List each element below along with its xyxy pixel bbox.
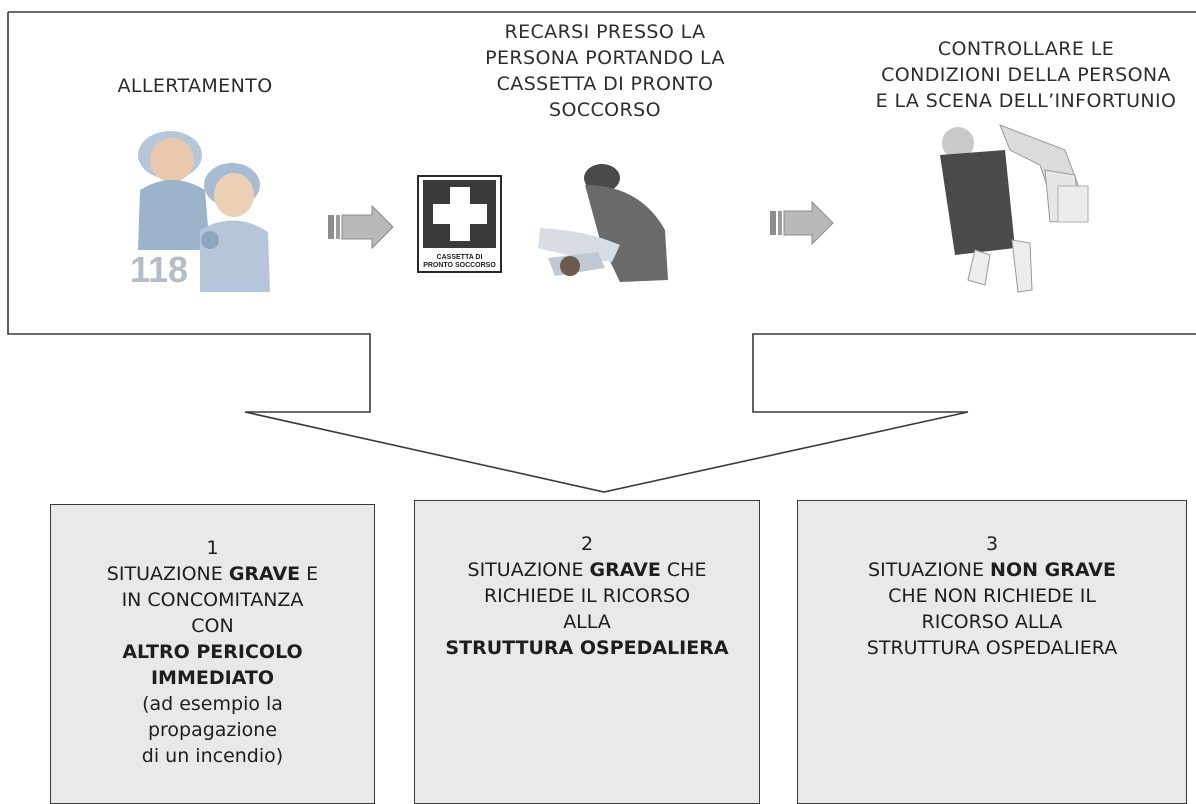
outcome-text: CON <box>191 615 234 637</box>
outcome-text: SITUAZIONE <box>106 563 229 585</box>
rescuer-icon <box>538 164 668 282</box>
outcome-text: STRUTTURA OSPEDALIERA <box>866 637 1118 659</box>
outcome-emphasis: IMMEDIATO <box>150 667 275 689</box>
outcome-line: ALTRO PERICOLO <box>51 639 374 665</box>
outcome-text: IN CONCOMITANZA <box>121 589 304 611</box>
scene-check-icon <box>940 124 1089 293</box>
outcome-text: SITUAZIONE <box>868 559 991 581</box>
outcome-line: di un incendio) <box>51 743 374 769</box>
outcome-number: 2 <box>580 533 594 555</box>
outcome-line: propagazione <box>51 717 374 743</box>
arrow-1-icon <box>328 204 394 250</box>
outcome-text: CHE <box>660 559 707 581</box>
outcome-text: ALLA <box>563 611 611 633</box>
outcome-text: di un incendio) <box>141 745 284 767</box>
step-1-line: ALLERTAMENTO <box>117 75 273 97</box>
outcome-line: RICORSO ALLA <box>798 609 1186 635</box>
outcome-line: IN CONCOMITANZA <box>51 587 374 613</box>
outcome-line: SITUAZIONE GRAVE E <box>51 561 374 587</box>
outcome-emphasis: GRAVE <box>589 559 661 581</box>
outcome-line: SITUAZIONE NON GRAVE <box>798 557 1186 583</box>
step-3-line-1: CONTROLLARE LE <box>937 38 1115 60</box>
step-2-line-1: RECARSI PRESSO LA <box>504 21 706 43</box>
outcome-text: RICORSO ALLA <box>921 611 1063 633</box>
step-3-line-3: E LA SCENA DELL’INFORTUNIO <box>875 90 1177 112</box>
arrow-2-icon <box>770 200 834 246</box>
outcome-line: IMMEDIATO <box>51 665 374 691</box>
outcome-emphasis: STRUTTURA OSPEDALIERA <box>445 637 729 659</box>
step-allertamento: ALLERTAMENTO <box>85 73 305 99</box>
outcome-text: RICHIEDE IL RICORSO <box>483 585 691 607</box>
kit-label-line-2: PRONTO SOCCORSO <box>423 262 496 269</box>
outcome-emphasis: GRAVE <box>228 563 301 585</box>
outcome-number: 1 <box>206 537 219 559</box>
outcome-emphasis: NON GRAVE <box>990 559 1116 581</box>
step-3-line-2: CONDIZIONI DELLA PERSONA <box>881 64 1171 86</box>
outcome-line: (ad esempio la <box>51 691 374 717</box>
outcome-number: 3 <box>985 533 999 555</box>
outcome-text: (ad esempio la <box>142 693 283 715</box>
outcome-text: SITUAZIONE <box>467 559 590 581</box>
outcome-line: STRUTTURA OSPEDALIERA <box>415 635 759 661</box>
outcome-line: CON <box>51 613 374 639</box>
outcome-line: ALLA <box>415 609 759 635</box>
top-frame-with-funnel <box>7 11 1196 493</box>
outcome-line: CHE NON RICHIEDE IL <box>798 583 1186 609</box>
outcome-emphasis: ALTRO PERICOLO <box>122 641 303 663</box>
phone-number-text: 118 <box>130 249 188 290</box>
step-2-line-3: CASSETTA DI PRONTO <box>496 73 714 95</box>
outcome-line: STRUTTURA OSPEDALIERA <box>798 635 1186 661</box>
outcome-line: SITUAZIONE GRAVE CHE <box>415 557 759 583</box>
outcome-text: propagazione <box>147 719 278 741</box>
outcome-text: E <box>300 563 319 585</box>
step-2-line-2: PERSONA PORTANDO LA <box>485 47 725 69</box>
first-aid-kit-icon: CASSETTA DI PRONTO SOCCORSO <box>417 175 502 273</box>
step-2-line-4: SOCCORSO <box>549 99 661 121</box>
kit-label-line-1: CASSETTA DI <box>437 254 483 261</box>
step-recarsi: RECARSI PRESSO LA PERSONA PORTANDO LA CA… <box>440 19 770 123</box>
emergency-call-icon: 118 <box>130 131 270 292</box>
outcome-text: CHE NON RICHIEDE IL <box>888 585 1096 607</box>
outcome-line: RICHIEDE IL RICORSO <box>415 583 759 609</box>
step-controllare: CONTROLLARE LE CONDIZIONI DELLA PERSONA … <box>860 36 1192 114</box>
